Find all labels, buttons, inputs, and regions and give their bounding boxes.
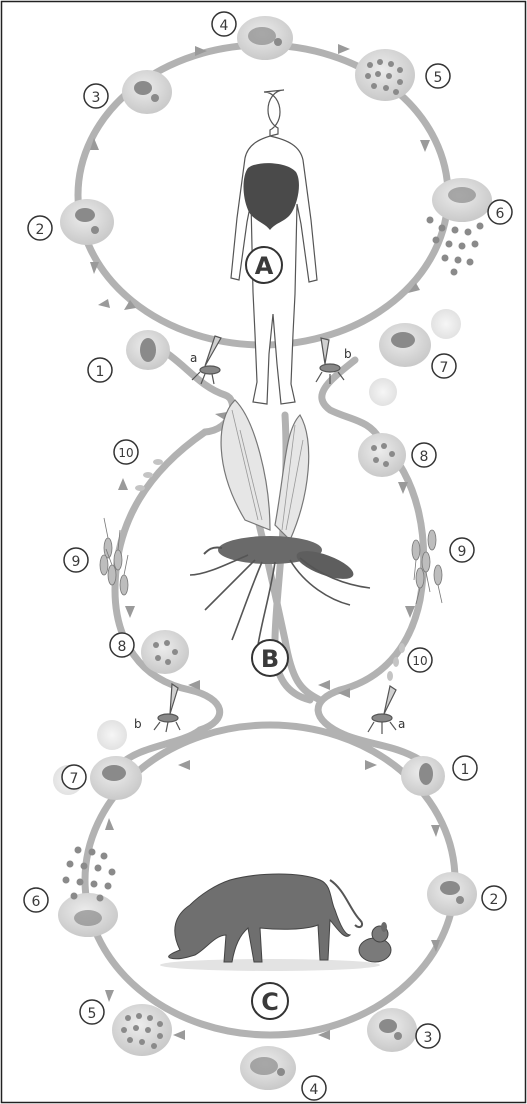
svg-text:10: 10 bbox=[412, 654, 427, 668]
svg-text:3: 3 bbox=[92, 90, 101, 106]
cell-a2 bbox=[60, 199, 114, 245]
stage-a-7: 7 bbox=[432, 354, 456, 378]
svg-text:1: 1 bbox=[96, 364, 105, 380]
cycle-b-left-path bbox=[115, 432, 220, 730]
stage-b-9-left: 9 bbox=[64, 548, 88, 572]
stage-b-10-left: 10 bbox=[114, 440, 138, 464]
cell-a1 bbox=[126, 330, 170, 370]
svg-text:6: 6 bbox=[32, 894, 41, 910]
svg-text:7: 7 bbox=[440, 360, 449, 376]
cycle-a-label: A bbox=[246, 247, 282, 283]
connector-c-left bbox=[120, 730, 200, 765]
cell-c3 bbox=[367, 1008, 417, 1052]
cell-c4 bbox=[240, 1046, 296, 1090]
promastigotes-right bbox=[412, 530, 442, 604]
svg-text:8: 8 bbox=[420, 449, 429, 465]
svg-text:C: C bbox=[261, 988, 279, 1016]
stage-a-5: 5 bbox=[426, 64, 450, 88]
cell-c7 bbox=[53, 720, 142, 800]
stage-b-8-left: 8 bbox=[110, 633, 134, 657]
stage-c-1: 1 bbox=[453, 756, 477, 780]
stage-a-6: 6 bbox=[488, 200, 512, 224]
stage-a-4: 4 bbox=[212, 12, 236, 36]
stage-c-6: 6 bbox=[24, 888, 48, 912]
svg-text:9: 9 bbox=[458, 544, 467, 560]
svg-text:2: 2 bbox=[36, 222, 45, 238]
stage-c-4: 4 bbox=[302, 1076, 326, 1100]
svg-text:5: 5 bbox=[434, 70, 443, 86]
vector-label-a: a bbox=[190, 351, 197, 365]
stage-c-2: 2 bbox=[482, 886, 506, 910]
rodent-host bbox=[359, 922, 391, 962]
stage-a-1: 1 bbox=[88, 358, 112, 382]
cell-a4 bbox=[237, 16, 293, 60]
stage-b-8-right: 8 bbox=[412, 443, 436, 467]
svg-text:6: 6 bbox=[496, 206, 505, 222]
vector-label-c-b: b bbox=[134, 717, 142, 731]
stage-a-3: 3 bbox=[84, 84, 108, 108]
cell-b8-left bbox=[141, 630, 189, 674]
stage-a-2: 2 bbox=[28, 216, 52, 240]
cell-a5 bbox=[355, 49, 415, 101]
svg-text:10: 10 bbox=[118, 446, 133, 460]
wing-left bbox=[221, 400, 270, 530]
svg-text:8: 8 bbox=[118, 639, 127, 655]
stage-b-10-right: 10 bbox=[408, 648, 432, 672]
cycle-c-label: C bbox=[252, 983, 288, 1019]
svg-text:2: 2 bbox=[490, 892, 499, 908]
svg-text:B: B bbox=[261, 645, 279, 673]
svg-text:5: 5 bbox=[88, 1006, 97, 1022]
stage-b-9-right: 9 bbox=[450, 538, 474, 562]
human-host bbox=[231, 90, 317, 404]
svg-text:7: 7 bbox=[70, 771, 79, 787]
stage-c-3: 3 bbox=[416, 1024, 440, 1048]
svg-text:4: 4 bbox=[220, 18, 229, 34]
stage-c-5: 5 bbox=[80, 1000, 104, 1024]
cell-a3 bbox=[122, 70, 172, 114]
svg-text:1: 1 bbox=[461, 762, 470, 778]
vector-label-b: b bbox=[344, 347, 352, 361]
stage-c-7: 7 bbox=[62, 765, 86, 789]
cell-c1 bbox=[401, 756, 445, 796]
cycle-b-right-path bbox=[318, 440, 424, 735]
dog-host bbox=[160, 874, 380, 971]
cycle-b-label: B bbox=[252, 640, 288, 676]
cell-c2 bbox=[427, 872, 477, 916]
wing-right bbox=[275, 415, 309, 540]
svg-text:9: 9 bbox=[72, 554, 81, 570]
vector-label-c-a: a bbox=[398, 717, 405, 731]
svg-text:3: 3 bbox=[424, 1030, 433, 1046]
cell-b8-right bbox=[358, 433, 406, 477]
svg-text:A: A bbox=[255, 252, 274, 280]
svg-text:4: 4 bbox=[310, 1082, 319, 1098]
sandfly-c-right bbox=[368, 686, 396, 734]
cell-c5 bbox=[112, 1004, 172, 1056]
sandfly-c-left bbox=[154, 684, 180, 732]
cell-a6 bbox=[427, 178, 493, 276]
